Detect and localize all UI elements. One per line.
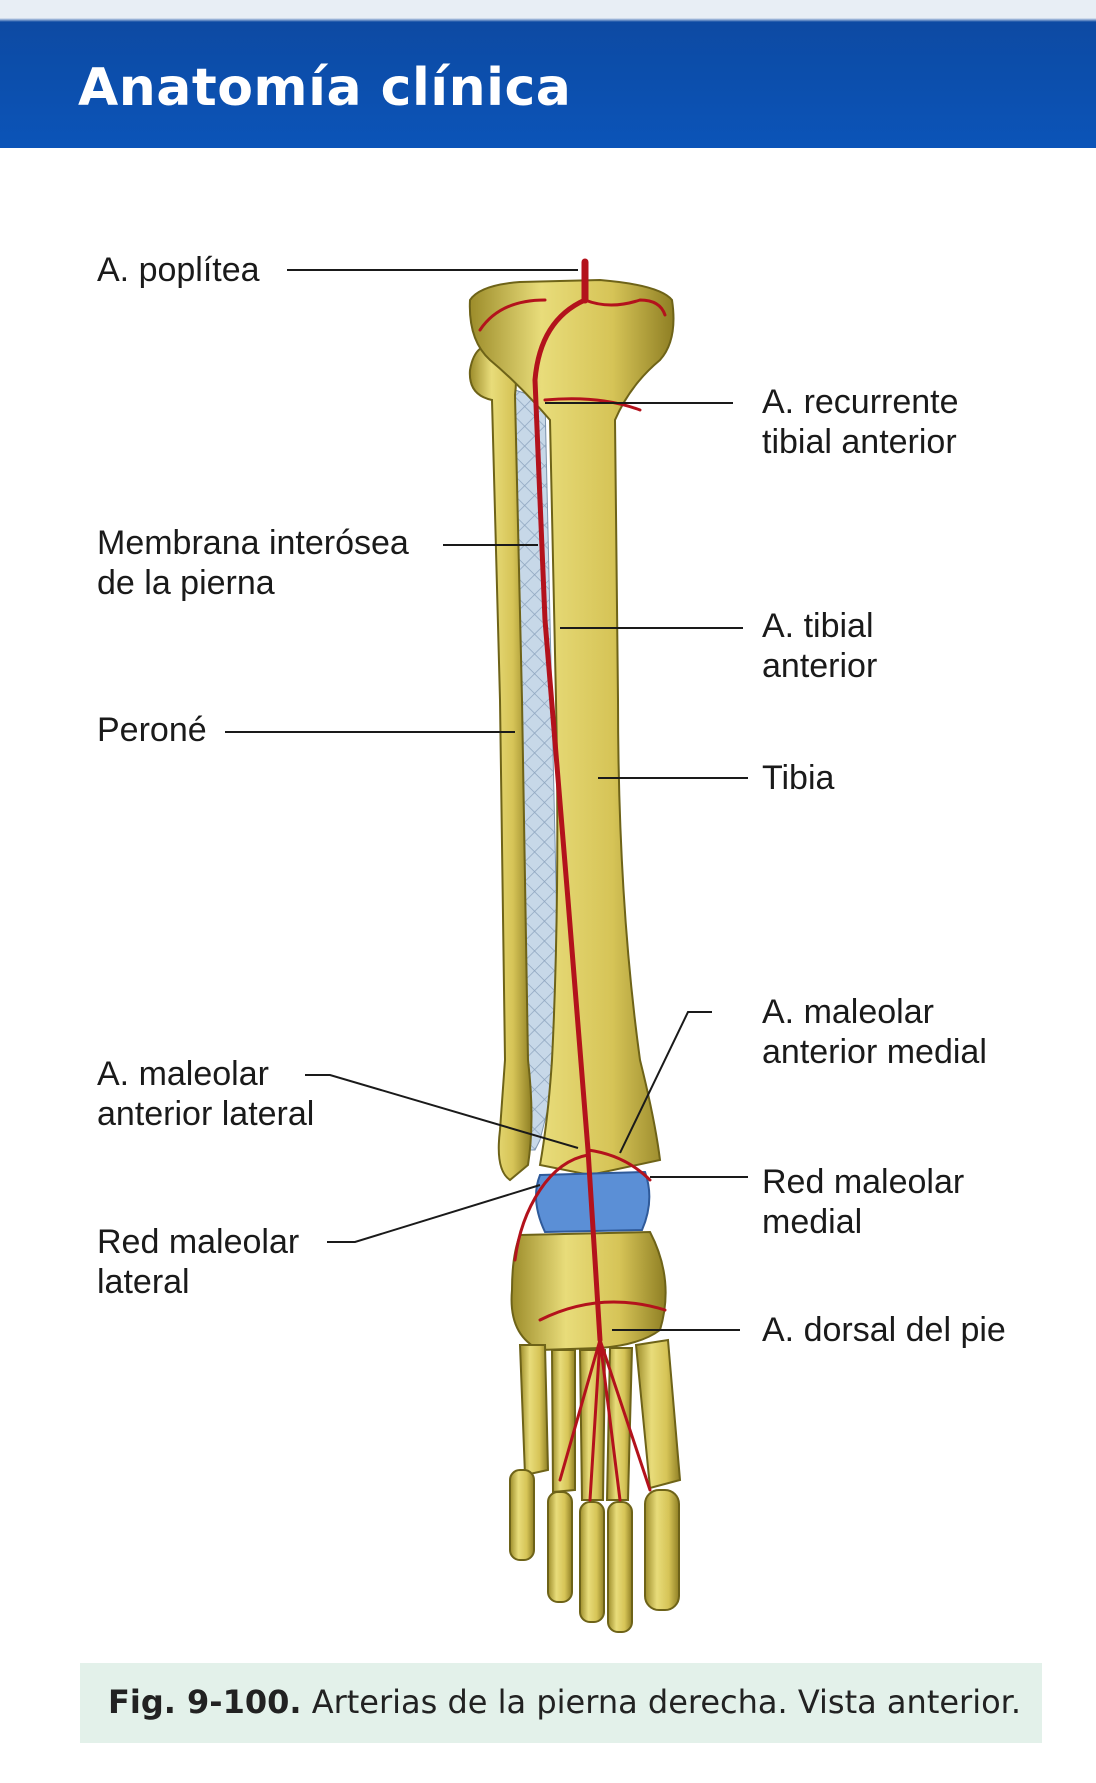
label-maleolar-anterior-lateral: A. maleolar anterior lateral bbox=[97, 1055, 315, 1133]
label-red-maleolar-medial: Red maleolar medial bbox=[762, 1163, 965, 1241]
arteries bbox=[478, 258, 667, 1502]
label-tibia: Tibia bbox=[762, 759, 835, 797]
caption-number: Fig. 9-100. bbox=[108, 1683, 302, 1721]
label-recurrente-tibial-anterior: A. recurrente tibial anterior bbox=[762, 383, 959, 461]
caption-text: Fig. 9-100. Arterias de la pierna derech… bbox=[108, 1683, 1021, 1721]
label-tibial-anterior: A. tibial anterior bbox=[762, 607, 878, 685]
label-red-maleolar-lateral: Red maleolar lateral bbox=[97, 1223, 300, 1301]
label-perone: Peroné bbox=[97, 711, 207, 749]
label-membrana-interosea: Membrana interósea de la pierna bbox=[97, 524, 409, 602]
tibia-bone bbox=[468, 278, 675, 1177]
label-poplitea: A. poplítea bbox=[97, 251, 260, 289]
metatarsals-toes bbox=[509, 1338, 682, 1633]
label-dorsal-del-pie: A. dorsal del pie bbox=[762, 1311, 1006, 1349]
leader-lines bbox=[225, 269, 748, 1331]
page-title: Anatomía clínica bbox=[78, 58, 572, 118]
tarsal-bones bbox=[510, 1230, 667, 1352]
caption-description: Arterias de la pierna derecha. Vista ant… bbox=[301, 1683, 1022, 1721]
figure-caption: Fig. 9-100. Arterias de la pierna derech… bbox=[80, 1663, 1042, 1743]
header-bar bbox=[0, 0, 1096, 148]
label-maleolar-anterior-medial: A. maleolar anterior medial bbox=[762, 993, 987, 1071]
